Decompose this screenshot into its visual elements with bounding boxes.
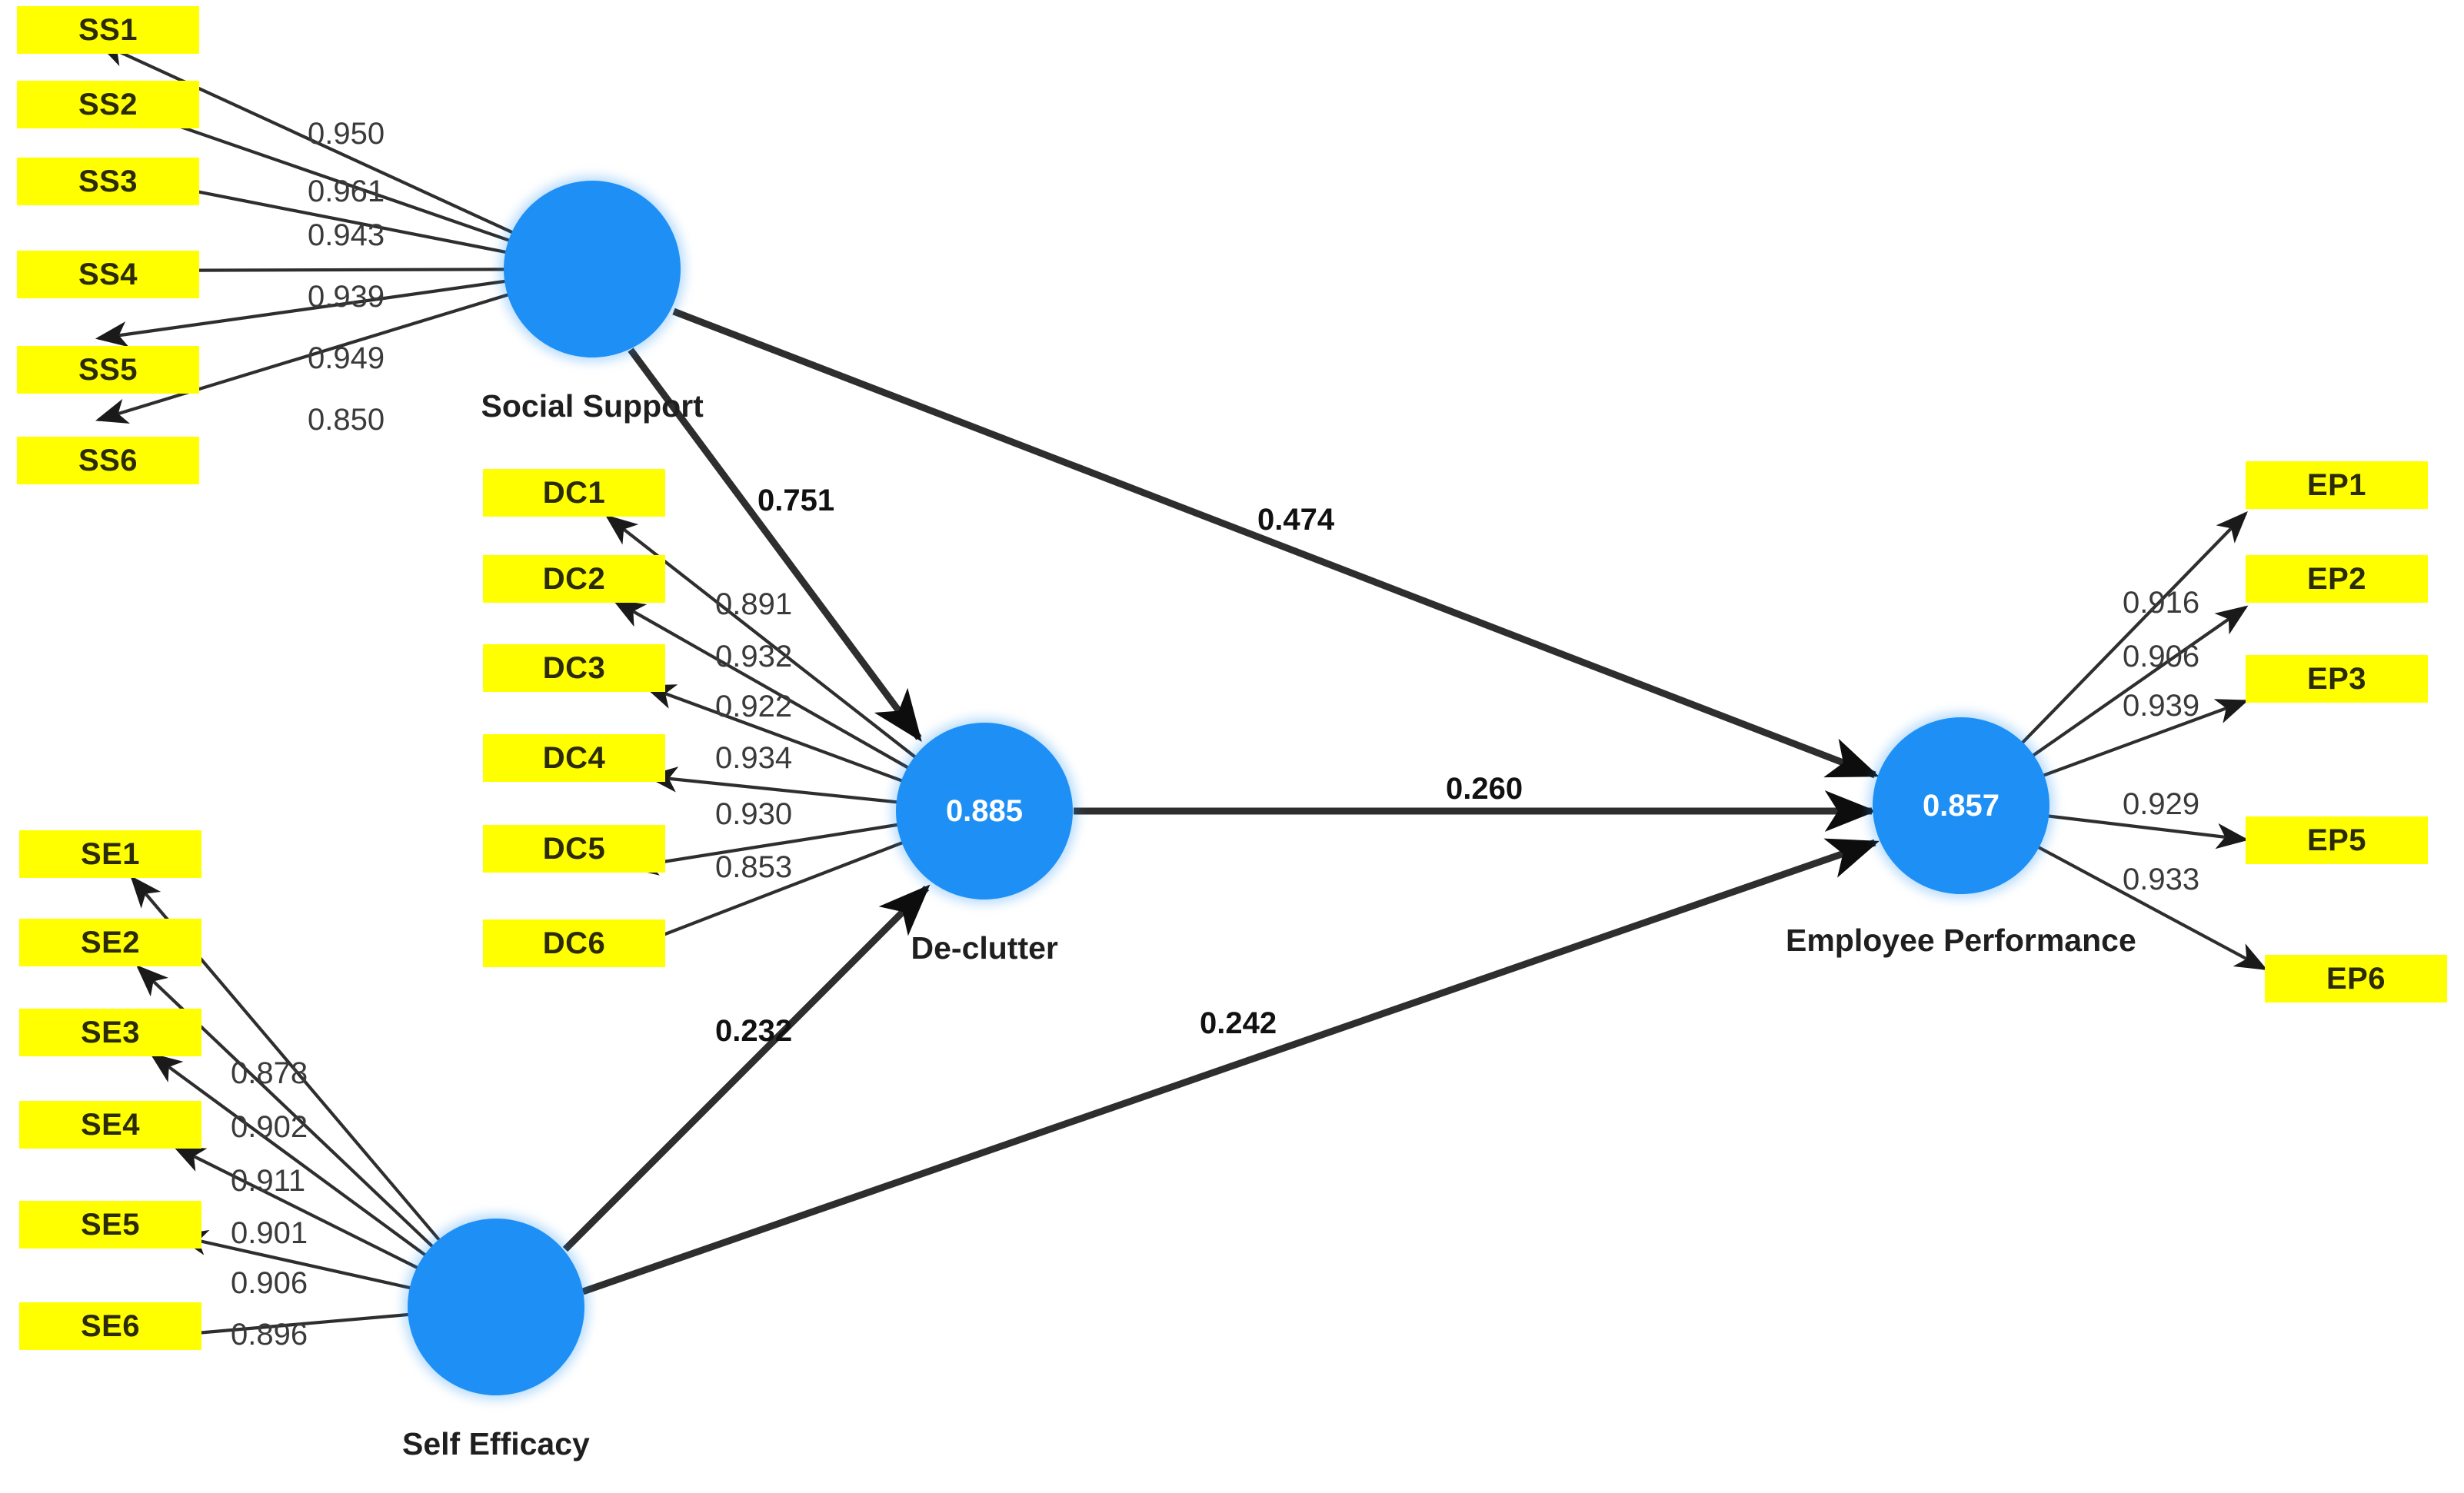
indicator-box-dc6[interactable]: DC6 [483,919,665,967]
indicator-box-se2[interactable]: SE2 [19,919,201,966]
indicator-box-ss2[interactable]: SS2 [17,81,199,128]
loading-value-se5: 0.906 [231,1266,308,1300]
path-arrow-ss_to_ep [672,308,1880,779]
loading-value-dc3: 0.922 [715,690,793,723]
construct-node-de_clutter[interactable]: 0.885 [896,723,1073,899]
indicator-box-ss4[interactable]: SS4 [17,251,199,298]
loading-value-ep6: 0.933 [2123,863,2200,896]
loading-value-dc1: 0.891 [715,587,793,621]
indicator-label: SE2 [80,925,141,959]
loading-value-ss2: 0.961 [308,175,385,208]
indicator-box-se6[interactable]: SE6 [19,1302,201,1350]
loading-value-ss1: 0.950 [308,117,385,151]
indicator-label: EP3 [2306,661,2367,696]
indicator-label: SS5 [78,352,138,387]
loading-value-dc2: 0.932 [715,640,793,673]
indicator-label: EP2 [2306,561,2367,596]
construct-label-self_efficacy: Self Efficacy [402,1426,590,1461]
indicator-box-dc1[interactable]: DC1 [483,469,665,517]
loading-value-se3: 0.911 [231,1164,306,1198]
indicator-box-dc2[interactable]: DC2 [483,555,665,603]
loading-value-ss6: 0.850 [308,403,385,437]
indicator-box-ep1[interactable]: EP1 [2246,461,2428,509]
construct-label-de_clutter: De-clutter [911,930,1058,966]
indicator-box-se3[interactable]: SE3 [19,1009,201,1056]
indicator-label: SS2 [78,87,138,121]
indicator-label: SS4 [78,257,138,291]
indicator-box-ep5[interactable]: EP5 [2246,816,2428,864]
path-coefficient-se_to_ep: 0.242 [1200,1006,1277,1040]
indicator-label: SS3 [78,164,138,198]
indicator-box-ss1[interactable]: SS1 [17,6,199,54]
path-coefficient-se_to_dc: 0.232 [715,1014,793,1048]
path-coefficient-ss_to_ep: 0.474 [1257,503,1335,537]
indicator-box-ep3[interactable]: EP3 [2246,655,2428,703]
indicator-box-se4[interactable]: SE4 [19,1101,201,1149]
indicator-box-se1[interactable]: SE1 [19,830,201,878]
loading-value-se2: 0.902 [231,1110,308,1144]
indicator-label: SS1 [78,12,138,47]
indicator-box-ss6[interactable]: SS6 [17,437,199,484]
loading-value-se1: 0.878 [231,1056,308,1090]
indicator-box-ep6[interactable]: EP6 [2265,955,2447,1003]
indicator-label: DC3 [542,650,606,685]
r-squared-value: 0.885 [945,793,1024,828]
loading-value-ss5: 0.949 [308,341,385,375]
loading-value-dc4: 0.934 [715,741,793,775]
indicator-label: EP6 [2326,961,2386,996]
loading-value-ep2: 0.906 [2123,640,2200,673]
loading-value-ep5: 0.929 [2123,787,2200,821]
r-squared-value: 0.857 [1922,788,2000,823]
indicator-label: SE3 [80,1015,141,1049]
indicator-label: SE4 [80,1107,141,1142]
loading-value-ep3: 0.939 [2123,689,2200,723]
indicator-box-ss5[interactable]: SS5 [17,346,199,394]
path-arrow-se_to_ep [581,838,1880,1295]
loading-arrow-ep2 [2031,605,2249,758]
indicator-box-ep2[interactable]: EP2 [2246,555,2428,603]
indicator-box-dc3[interactable]: DC3 [483,644,665,692]
indicator-label: SE1 [80,836,141,871]
loading-value-ss3: 0.943 [308,218,385,252]
construct-node-employee_performance[interactable]: 0.857 [1873,717,2049,894]
path-coefficient-ss_to_dc: 0.751 [758,484,835,517]
indicator-box-dc5[interactable]: DC5 [483,825,665,873]
loading-value-ep1: 0.916 [2123,586,2200,620]
indicator-box-se5[interactable]: SE5 [19,1201,201,1249]
construct-label-employee_performance: Employee Performance [1786,923,2136,958]
indicator-box-dc4[interactable]: DC4 [483,734,665,782]
indicator-label: DC2 [542,561,606,596]
indicator-label: SE5 [80,1207,141,1242]
loading-value-ss4: 0.939 [308,280,385,314]
indicator-label: EP1 [2306,467,2367,502]
loading-value-se6: 0.896 [231,1318,308,1352]
indicator-label: EP5 [2306,823,2367,857]
indicator-label: DC5 [542,831,606,866]
loading-value-dc6: 0.853 [715,850,793,884]
loading-value-dc5: 0.930 [715,797,793,831]
indicator-label: DC4 [542,740,606,775]
indicator-label: SE6 [80,1308,141,1343]
construct-node-self_efficacy[interactable] [408,1219,584,1395]
indicator-box-ss3[interactable]: SS3 [17,158,199,205]
indicator-label: DC6 [542,926,606,960]
indicator-label: SS6 [78,443,138,477]
indicator-label: DC1 [542,475,606,510]
construct-node-social_support[interactable] [504,181,681,357]
path-coefficient-dc_to_ep: 0.260 [1446,772,1523,806]
construct-label-social_support: Social Support [481,388,704,424]
loading-value-se4: 0.901 [231,1216,308,1250]
